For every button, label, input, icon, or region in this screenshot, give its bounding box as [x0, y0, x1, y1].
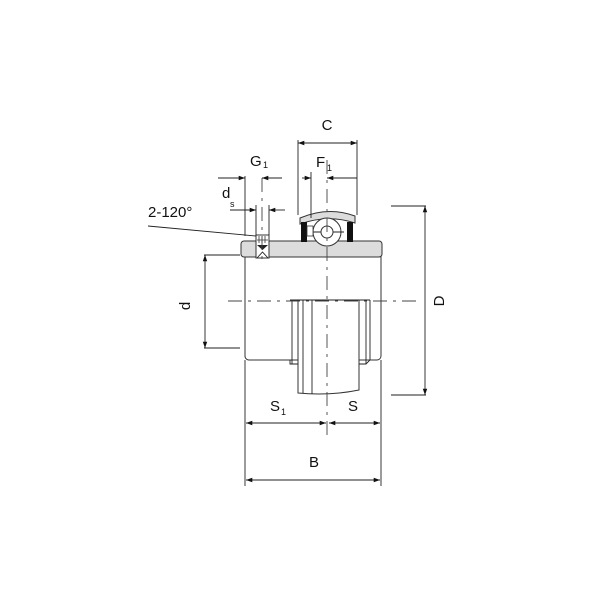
svg-text:B: B — [309, 454, 319, 471]
dimension-C: C — [297, 117, 358, 215]
set-screw-note: 2-120° — [147, 204, 257, 237]
svg-text:1: 1 — [281, 407, 286, 417]
dimension-F1: F 1 — [302, 154, 357, 218]
svg-text:2-120°: 2-120° — [148, 204, 192, 221]
svg-text:S: S — [348, 398, 358, 415]
svg-text:F: F — [316, 154, 325, 171]
dimension-D: D — [391, 205, 448, 396]
dimension-B: B — [246, 454, 380, 483]
dimension-ds: d s — [222, 185, 285, 235]
svg-text:S: S — [270, 398, 280, 415]
svg-text:C: C — [322, 117, 333, 134]
svg-text:G: G — [250, 153, 262, 170]
dimension-S1-S: S 1 S — [244, 360, 382, 486]
dimension-d: d — [177, 254, 240, 349]
svg-text:1: 1 — [327, 163, 332, 173]
svg-text:1: 1 — [263, 160, 268, 170]
svg-text:D: D — [431, 295, 448, 306]
svg-text:s: s — [230, 199, 235, 209]
set-screw — [255, 234, 270, 259]
svg-text:d: d — [177, 302, 194, 310]
svg-text:d: d — [222, 185, 230, 202]
inner-ring — [244, 252, 382, 395]
dimension-G1: G 1 — [218, 153, 282, 236]
outer-ring — [240, 240, 383, 258]
